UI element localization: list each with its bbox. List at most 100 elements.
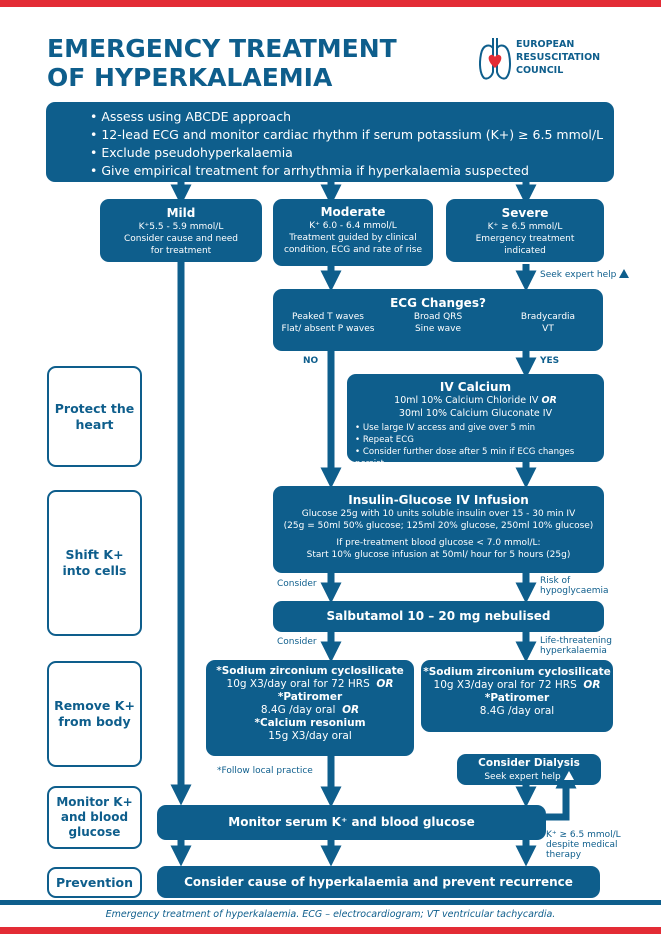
follow-local-label: *Follow local practice	[217, 766, 313, 776]
figure-caption: Emergency treatment of hyperkalaemia. EC…	[105, 909, 556, 920]
bottom-blue-bar	[0, 900, 661, 905]
left-szc-dose: 10g X3/day oral for 72 HRS	[226, 678, 370, 690]
risk-line-2: hypoglycaemia	[540, 586, 609, 596]
severe-line-1: K⁺ ≥ 6.5 mmol/L	[487, 222, 563, 232]
right-or-1: OR	[583, 679, 601, 691]
ecg-vt: VT	[542, 324, 554, 334]
side-prevention: Prevention	[47, 867, 142, 898]
risk-line-1: Risk of	[540, 576, 571, 586]
kplus-line-3: therapy	[546, 850, 582, 860]
ecg-broad-qrs: Broad QRS	[413, 312, 463, 322]
ecg-row-2: Flat/ absent P waves Sine wave VT	[273, 323, 603, 335]
moderate-line-3: condition, ECG and rate of rise	[283, 245, 423, 255]
no-label: NO	[303, 356, 319, 366]
ecg-bradycardia: Bradycardia	[520, 312, 576, 322]
kplus-line-1: K⁺ ≥ 6.5 mmol/L	[546, 830, 621, 840]
erc-logo: EUROPEAN RESUSCITATION COUNCIL	[478, 34, 628, 90]
logo-line-1: EUROPEAN	[516, 39, 575, 50]
warning-icon	[619, 269, 630, 278]
moderate-title: Moderate	[320, 205, 386, 219]
dialysis-warning-icon	[563, 771, 574, 780]
logo-line-2: RESUSCITATION	[516, 52, 601, 63]
insulin-title: Insulin-Glucose IV Infusion	[348, 493, 529, 507]
dialysis-title: Consider Dialysis	[478, 757, 580, 769]
calcium-line-2: 30ml 10% Calcium Gluconate IV	[398, 408, 553, 419]
severe-line-3: indicated	[504, 246, 546, 256]
insulin-line-3: If pre-treatment blood glucose < 7.0 mmo…	[336, 538, 541, 548]
moderate-box: Moderate K⁺ 6.0 - 6.4 mmol/L Treatment g…	[273, 199, 433, 266]
calcium-bullet-1: Use large IV access and give over 5 min	[355, 422, 604, 434]
right-pat-title: *Patiromer	[484, 692, 550, 704]
left-or-2: OR	[342, 704, 360, 716]
page-title: EMERGENCY TREATMENT OF HYPERKALAEMIA	[47, 34, 397, 92]
assessment-item-2: 12-lead ECG and monitor cardiac rhythm i…	[90, 126, 614, 144]
ecg-row-1: Peaked T waves Broad QRS Bradycardia	[273, 311, 603, 323]
seek-help-label: Seek expert help	[540, 268, 630, 280]
life-line-2: hyperkalaemia	[540, 646, 607, 656]
dialysis-sub: Seek expert help	[484, 772, 561, 782]
risk-label: Risk of hypoglycaemia	[540, 576, 609, 596]
ecg-sine-wave: Sine wave	[414, 324, 462, 334]
side-remove-k: Remove K+ from body	[47, 661, 142, 767]
side-protect-heart: Protect the heart	[47, 366, 142, 467]
ecg-peaked-t: Peaked T waves	[292, 312, 364, 322]
monitor-box: Monitor serum K⁺ and blood glucose	[157, 805, 546, 840]
ecg-title: ECG Changes?	[390, 296, 486, 310]
assessment-box: Assess using ABCDE approach 12-lead ECG …	[46, 102, 614, 182]
insulin-glucose-box: Insulin-Glucose IV Infusion Glucose 25g …	[273, 486, 604, 573]
consider-label-1: Consider	[277, 579, 317, 589]
title-line-1: EMERGENCY TREATMENT	[47, 34, 397, 63]
right-szc-dose: 10g X3/day oral for 72 HRS	[433, 679, 577, 691]
side-shift-k: Shift K+ into cells	[47, 490, 142, 636]
arrow-monitor-dialysis-loop	[546, 767, 577, 821]
moderate-line-1: K⁺ 6.0 - 6.4 mmol/L	[309, 221, 397, 231]
yes-label: YES	[540, 356, 560, 366]
severe-line-2: Emergency treatment	[475, 234, 575, 244]
calcium-bullet-3: Consider further dose after 5 min if ECG…	[355, 446, 604, 470]
left-cal-title: *Calcium resonium	[254, 717, 366, 729]
calcium-line-1: 10ml 10% Calcium Chloride IV	[394, 395, 539, 406]
kplus-label: K⁺ ≥ 6.5 mmol/L despite medical therapy	[546, 830, 621, 860]
salbutamol-box: Salbutamol 10 – 20 mg nebulised	[273, 601, 604, 632]
bottom-red-bar	[0, 927, 661, 934]
severe-box: Severe K⁺ ≥ 6.5 mmol/L Emergency treatme…	[446, 199, 604, 262]
top-red-bar	[0, 0, 661, 7]
remove-left-box: *Sodium zirconium cyclosilicate 10g X3/d…	[206, 660, 414, 756]
mild-line-1: K⁺5.5 - 5.9 mmol/L	[138, 222, 224, 232]
right-szc-title: *Sodium zirconium cyclosilicate	[423, 666, 611, 678]
lungs-heart-icon	[479, 38, 511, 80]
calcium-title: IV Calcium	[439, 380, 512, 394]
remove-right-box: *Sodium zirconium cyclosilicate 10g X3/d…	[421, 660, 613, 732]
insulin-line-1: Glucose 25g with 10 units soluble insuli…	[301, 509, 576, 519]
right-pat-dose: 8.4G /day oral	[479, 705, 555, 717]
left-cal-dose: 15g X3/day oral	[268, 730, 352, 742]
consider-label-2: Consider	[277, 637, 317, 647]
calcium-bullet-2: Repeat ECG	[355, 434, 604, 446]
left-szc-title: *Sodium zirconium cyclosilicate	[216, 665, 404, 677]
left-pat-title: *Patiromer	[277, 691, 343, 703]
ecg-flat-p: Flat/ absent P waves	[281, 324, 375, 334]
prevention-box: Consider cause of hyperkalaemia and prev…	[157, 866, 600, 898]
insulin-line-4: Start 10% glucose infusion at 50ml/ hour…	[306, 550, 571, 560]
assessment-item-1: Assess using ABCDE approach	[90, 108, 614, 126]
dialysis-box: Consider Dialysis Seek expert help	[457, 754, 601, 785]
assessment-item-3: Exclude pseudohyperkalaemia	[90, 144, 614, 162]
seek-help-text: Seek expert help	[540, 270, 617, 280]
ecg-changes-box: ECG Changes? Peaked T waves Broad QRS Br…	[273, 289, 603, 351]
life-line-1: Life-threatening	[540, 636, 612, 646]
mild-title: Mild	[166, 206, 196, 220]
severe-title: Severe	[501, 206, 549, 220]
kplus-line-2: despite medical	[546, 840, 618, 850]
left-pat-dose: 8.4G /day oral	[260, 704, 336, 716]
life-label: Life-threatening hyperkalaemia	[540, 636, 612, 656]
logo-line-3: COUNCIL	[516, 65, 564, 76]
moderate-line-2: Treatment guided by clinical	[289, 233, 417, 243]
left-or-1: OR	[376, 678, 394, 690]
mild-line-2: Consider cause and need	[123, 234, 239, 244]
assessment-item-4: Give empirical treatment for arrhythmia …	[90, 162, 614, 180]
calcium-or: OR	[541, 395, 557, 406]
mild-box: Mild K⁺5.5 - 5.9 mmol/L Consider cause a…	[100, 199, 262, 262]
mild-line-3: for treatment	[150, 246, 212, 256]
insulin-line-2: (25g = 50ml 50% glucose; 125ml 20% gluco…	[283, 521, 594, 531]
